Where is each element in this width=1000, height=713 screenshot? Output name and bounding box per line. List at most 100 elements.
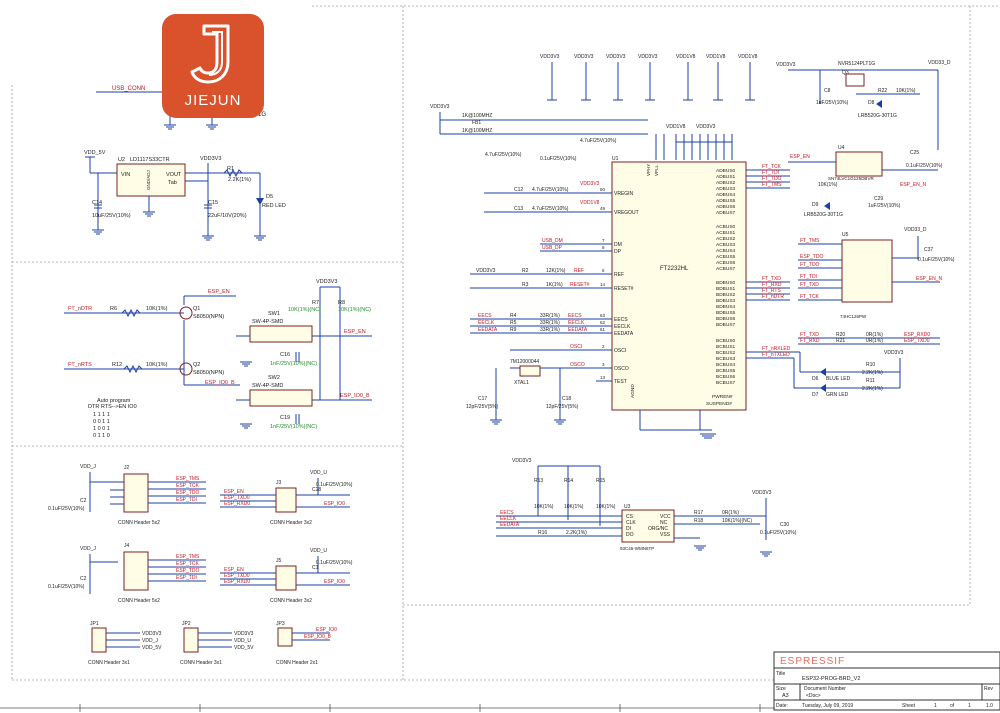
net-reset: RESET# bbox=[570, 282, 590, 288]
j5-net-rxd0: ESP_RXD0 bbox=[224, 579, 250, 585]
net-eecs: EECS bbox=[478, 313, 492, 319]
j4-net-tms: ESP_TMS bbox=[176, 554, 200, 560]
cap-rail-5: VDD1V8 bbox=[676, 54, 696, 60]
jtag-section: VDD_J C2 0.1uF/25V(10%) J2 CONN Header 5… bbox=[48, 464, 353, 666]
r6-value: 10K(1%) bbox=[146, 306, 168, 312]
j2-net-tck: ESP_TCK bbox=[176, 483, 199, 489]
net-usb-dp: USB_DP bbox=[542, 245, 563, 251]
r7-value: 10K(1%)(NC) bbox=[288, 307, 321, 313]
jp1-net-1: VDD3V3 bbox=[142, 631, 162, 637]
jp3-net-2: ESP_IO0_B bbox=[304, 634, 332, 640]
u5-net-3: FT_TDO bbox=[800, 262, 820, 268]
pin-dp: DP bbox=[614, 249, 622, 255]
jp1-part: CONN Header 3x1 bbox=[88, 660, 130, 666]
jp2-ref: JP2 bbox=[182, 621, 191, 627]
pin-num-61: 61 bbox=[600, 327, 606, 332]
u5-net-4: FT_TDI bbox=[800, 274, 817, 280]
pin-bdbus2: BDBUS2 bbox=[716, 292, 736, 298]
pin-bcbus4: BCBUS4 bbox=[716, 362, 736, 368]
pin-test: TEST bbox=[614, 379, 627, 385]
pin-adbus0: ADBUS0 bbox=[716, 168, 736, 174]
pin-acbus6: ACBUS6 bbox=[716, 260, 736, 266]
rev-label: Rev bbox=[984, 686, 993, 692]
cap-rail-6: VDD1V8 bbox=[706, 54, 726, 60]
net-esp-txd0: ESP_TXD0 bbox=[904, 338, 930, 344]
c14-ref: C14 bbox=[92, 200, 102, 206]
pin-adbus5: ADBUS5 bbox=[716, 198, 736, 204]
q3-value: NVR5124PLT1G bbox=[838, 61, 875, 67]
jp2-net-1: VDD3V3 bbox=[234, 631, 254, 637]
u2-gnd: GND/ADJ bbox=[146, 170, 151, 190]
cap-rail-7: VDD1V8 bbox=[738, 54, 758, 60]
net-eecs-in: EECS bbox=[568, 313, 582, 319]
vddj-label-2: VDD_J bbox=[80, 546, 96, 552]
vdd3v3-q3: VDD3V3 bbox=[776, 62, 796, 68]
pin-ref: REF bbox=[614, 272, 624, 278]
vdd3v3-u3: VDD3V3 bbox=[752, 490, 772, 496]
pin-num-49: 49 bbox=[600, 206, 606, 211]
u1-right-pins: ADBUS0 ADBUS1 ADBUS2 ADBUS3 ADBUS4 ADBUS… bbox=[630, 168, 736, 407]
pin-bcbus0: BCBUS0 bbox=[716, 338, 736, 344]
u2-tab: Tab bbox=[168, 180, 177, 186]
r8-ref: R8 bbox=[338, 300, 345, 306]
u3-pin-di: DI bbox=[626, 526, 631, 532]
pin-adbus2: ADBUS2 bbox=[716, 180, 736, 186]
decoupling-cap-row: VDD3V3 VDD3V3 VDD3V3 VDD3V3 VDD1V8 VDD1V… bbox=[540, 54, 758, 101]
jp2-net-3: VDD_5V bbox=[234, 645, 254, 651]
r21-ref: R21 bbox=[836, 338, 845, 344]
net-usb-conn: USB_CONN bbox=[112, 86, 145, 92]
pin-acbus7: ACBUS7 bbox=[716, 266, 736, 272]
u3-pin-vcc: VCC bbox=[660, 514, 671, 520]
c12-ref: C12 bbox=[514, 187, 523, 193]
vddu-label-2: VDD_U bbox=[310, 548, 327, 554]
c37-ref: C37 bbox=[924, 247, 933, 253]
u1-left-pins: VREGIN VREGOUT DM DP REF RESET# EECS EEC… bbox=[470, 187, 639, 385]
r16-ref: R16 bbox=[538, 530, 547, 536]
pin-acbus0: ACBUS0 bbox=[716, 224, 736, 230]
pin-vregout: VREGOUT bbox=[614, 210, 639, 216]
u2-part: LD1117S33CTR bbox=[130, 157, 170, 163]
u4-value: SN74LVC1G125DBVR bbox=[828, 176, 874, 181]
u5-ref: U5 bbox=[842, 232, 849, 238]
r4-value: 33R(1%) bbox=[540, 313, 560, 319]
u3-value: 93C46-WMN6TP bbox=[620, 546, 654, 551]
r13-value: 10K(1%) bbox=[534, 504, 554, 510]
r9-value: 33R(1%) bbox=[540, 327, 560, 333]
r1-value: 2.2K(1%) bbox=[228, 177, 251, 183]
net-esp-en: ESP_EN bbox=[344, 329, 366, 335]
net-ft-txd: FT_TXD bbox=[762, 276, 781, 282]
pin-adbus3: ADBUS3 bbox=[716, 186, 736, 192]
q1-value: S8050(NPN) bbox=[193, 314, 224, 320]
net-esp-en-top: ESP_EN bbox=[208, 289, 230, 295]
r10-value: 2.2K(1%) bbox=[862, 370, 883, 376]
size-value: A3 bbox=[782, 693, 789, 699]
net-ft-tms: FT_TMS bbox=[762, 182, 782, 188]
u5-net-en-n: ESP_EN_N bbox=[916, 276, 943, 282]
r3-value: 1K(1%) bbox=[546, 282, 563, 288]
pin-bcbus5: BCBUS5 bbox=[716, 368, 736, 374]
net-osco: OSCO bbox=[570, 362, 585, 368]
j4-net-tck: ESP_TCK bbox=[176, 561, 199, 567]
u1-ref: U1 bbox=[612, 156, 619, 162]
c18-value: 12pF/25V(5%) bbox=[546, 404, 579, 410]
auto-program-section: ESP_EN FT_nDTR R6 10K(1%) Q1 S8050(NPN) … bbox=[64, 279, 372, 439]
c9-value: 4.7uF/25V(10%) bbox=[485, 152, 522, 158]
c16-ref: C16 bbox=[280, 352, 290, 358]
d6-value: BLUE LED bbox=[826, 376, 851, 382]
r5-value: 33R(1%) bbox=[540, 320, 560, 326]
j5-net-en: ESP_EN bbox=[224, 567, 244, 573]
c8-ref: C8 bbox=[824, 88, 831, 94]
r20-ref: R20 bbox=[836, 332, 845, 338]
net-ft-tck: FT_TCK bbox=[762, 164, 782, 170]
pin-bdbus5: BDBUS5 bbox=[716, 310, 736, 316]
jp1-ref: JP1 bbox=[90, 621, 99, 627]
r15-ref: R15 bbox=[596, 478, 605, 484]
c30-ref: C30 bbox=[780, 522, 789, 528]
r7-ref: R7 bbox=[312, 300, 319, 306]
pin-num-63: 63 bbox=[600, 313, 606, 318]
c25-ref: C25 bbox=[910, 150, 919, 156]
pin-num-6: 6 bbox=[602, 268, 605, 273]
jp3-part: CONN Header 2x1 bbox=[276, 660, 318, 666]
pin-adbus4: ADBUS4 bbox=[716, 192, 736, 198]
sheet-frame bbox=[11, 5, 1000, 681]
